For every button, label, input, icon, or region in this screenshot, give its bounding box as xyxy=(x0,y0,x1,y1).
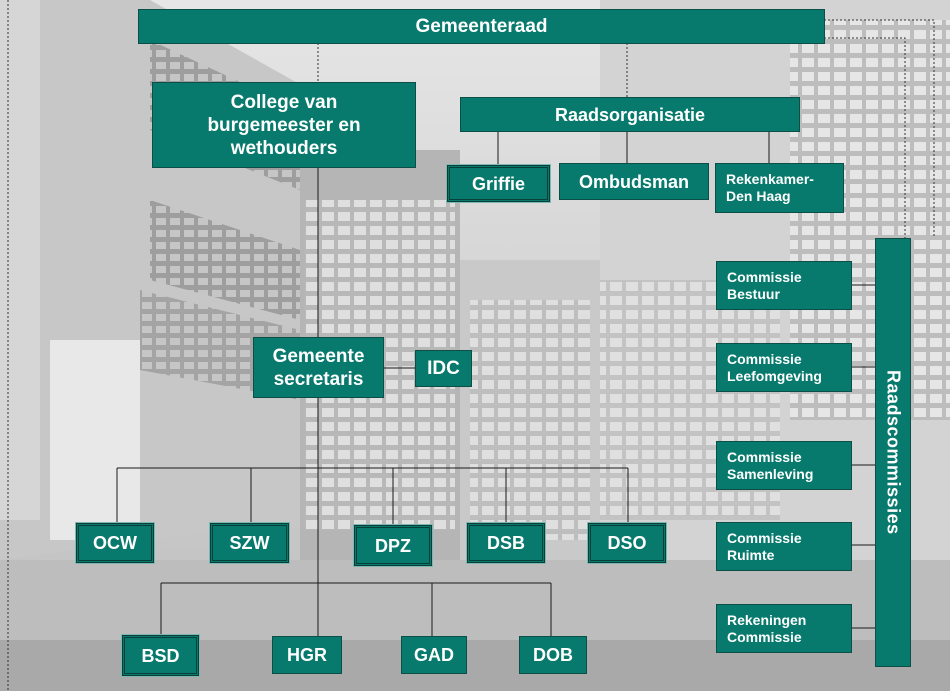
idc-label: IDC xyxy=(427,358,460,379)
commissie-box-leefomgeving: Commissie Leefomgeving xyxy=(716,343,852,392)
ombudsman-box: Ombudsman xyxy=(559,163,709,200)
commissie-label-line-2: Leefomgeving xyxy=(727,367,822,384)
ondersteuning-label: DOB xyxy=(533,645,573,665)
commissie-box-bestuur: Commissie Bestuur xyxy=(716,261,852,310)
rekenkamer-box: Rekenkamer- Den Haag xyxy=(715,163,844,213)
dienst-box-dpz: DPZ xyxy=(353,524,433,567)
dienst-label: DSB xyxy=(486,533,525,553)
gemeentesecretaris-box: Gemeente secretaris xyxy=(253,337,384,398)
ondersteuning-box-hgr: HGR xyxy=(272,636,342,674)
dienst-box-ocw: OCW xyxy=(75,522,155,564)
ondersteuning-box-gad: GAD xyxy=(401,636,467,674)
raadscommissies-label: Raadscommissies xyxy=(883,370,904,535)
dienst-label: DPZ xyxy=(375,535,411,556)
griffie-box: Griffie xyxy=(446,164,551,203)
dienst-label: DSO xyxy=(607,533,647,553)
college-box: College van burgemeester en wethouders xyxy=(152,82,416,168)
commissie-label-line-2: Commissie xyxy=(727,628,802,645)
college-label-line-1: College van xyxy=(230,91,338,113)
gemeenteraad-box: Gemeenteraad xyxy=(138,9,825,44)
commissie-box-rekeningen: Rekeningen Commissie xyxy=(716,604,852,653)
dienst-box-szw: SZW xyxy=(209,522,290,564)
griffie-label: Griffie xyxy=(471,173,525,194)
ondersteuning-box-bsd: BSD xyxy=(121,634,200,677)
raadsorganisatie-label: Raadsorganisatie xyxy=(554,104,706,125)
ombudsman-label: Ombudsman xyxy=(578,171,689,192)
gemeentesecretaris-label-line-1: Gemeente xyxy=(272,345,365,367)
commissie-label-line-2: Samenleving xyxy=(727,465,814,482)
raadscommissies-box: Raadscommissies xyxy=(875,238,911,667)
raadsorganisatie-box: Raadsorganisatie xyxy=(460,97,800,132)
gemeentesecretaris-label-line-2: secretaris xyxy=(273,368,364,390)
ondersteuning-label: HGR xyxy=(287,645,327,665)
dienst-box-dsb: DSB xyxy=(466,522,546,564)
ondersteuning-label: GAD xyxy=(414,645,454,665)
ondersteuning-box-dob: DOB xyxy=(519,636,587,674)
ondersteuning-label: BSD xyxy=(141,645,180,666)
commissie-box-ruimte: Commissie Ruimte xyxy=(716,522,852,571)
commissie-label-line-1: Commissie xyxy=(727,350,802,367)
dienst-box-dso: DSO xyxy=(587,522,667,564)
dienst-label: SZW xyxy=(229,533,270,553)
commissie-label-line-1: Commissie xyxy=(727,529,802,546)
rekenkamer-label-line-1: Rekenkamer- xyxy=(726,171,814,187)
college-label-line-2: burgemeester en xyxy=(207,114,361,136)
gemeenteraad-label: Gemeenteraad xyxy=(415,16,548,37)
idc-box: IDC xyxy=(415,350,472,387)
commissie-label-line-1: Commissie xyxy=(727,268,802,285)
commissie-label-line-1: Commissie xyxy=(727,448,802,465)
rekenkamer-label-line-2: Den Haag xyxy=(726,188,791,204)
commissie-label-line-1: Rekeningen xyxy=(727,611,807,628)
college-label-line-3: wethouders xyxy=(230,137,338,159)
commissie-label-line-2: Ruimte xyxy=(727,546,775,563)
commissie-label-line-2: Bestuur xyxy=(727,285,780,302)
dienst-label: OCW xyxy=(93,533,137,553)
commissie-box-samenleving: Commissie Samenleving xyxy=(716,441,852,490)
